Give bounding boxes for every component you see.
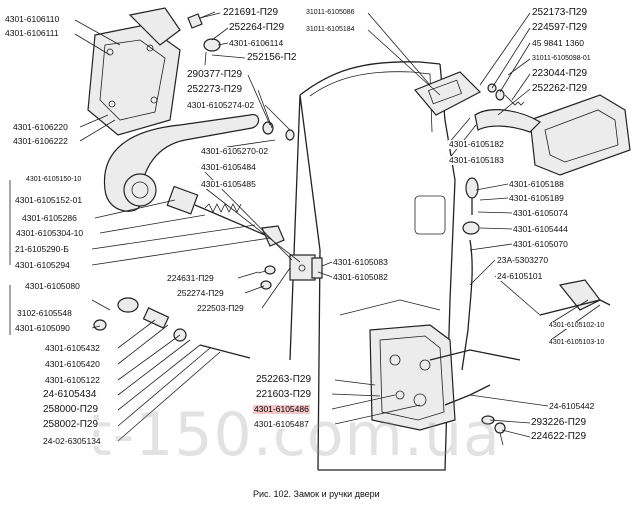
- lock-rod: [461, 177, 480, 371]
- label-part: 4301-6105082: [332, 272, 389, 282]
- label-part: 4301-6105102-10: [548, 322, 606, 329]
- link-bracket: [539, 279, 611, 316]
- label-part: 4301-6105304-10: [15, 228, 85, 238]
- label-part: 224631-П29: [166, 273, 215, 283]
- label-part: 4301-6106110: [4, 14, 61, 24]
- label-part: 4301-6105485: [200, 179, 257, 189]
- label-part: 4301-6105432: [44, 343, 101, 353]
- label-part: 4301-6105103-10: [548, 339, 606, 346]
- leader-lines: [9, 12, 601, 442]
- label-part: 3102-6105548: [16, 308, 73, 318]
- label-part: 223044-П29: [531, 68, 589, 79]
- label-part: 252262-П29: [531, 83, 589, 94]
- label-part: 45 9841 1360: [531, 38, 585, 48]
- label-part: 252273-П29: [186, 84, 244, 95]
- label-part: 4301-6105122: [44, 375, 101, 385]
- label-part: 221691-П29: [222, 7, 280, 18]
- label-part: 252264-П29: [228, 22, 286, 33]
- label-part: 4301-6106222: [12, 136, 69, 146]
- lock-cylinder: [166, 185, 285, 247]
- label-part: 293226-П29: [530, 417, 588, 428]
- label-part: 224597-П29: [531, 22, 589, 33]
- label-part: 252156-П2: [246, 52, 298, 63]
- label-part: 23А-5303270: [496, 255, 550, 265]
- label-part: 4301-6105189: [508, 193, 565, 203]
- label-part: 24-6105442: [548, 401, 596, 411]
- label-part: 21-6105290-Б: [14, 244, 70, 254]
- label-part: 4301-6105083: [332, 257, 389, 267]
- label-part: 31011-6105086: [305, 9, 356, 16]
- label-part: 4301-6105444: [512, 224, 569, 234]
- label-part: 4301-6105152-01: [14, 195, 84, 205]
- label-part: 258002-П29: [42, 419, 100, 430]
- label-part: 4301-6105150-10: [25, 176, 83, 183]
- label-part-highlighted: 4301-6105486: [253, 404, 310, 414]
- label-part: 4301-6106111: [4, 28, 60, 38]
- label-part: 4301-6105274-02: [186, 100, 256, 110]
- label-part: 4301-6106220: [12, 122, 69, 132]
- label-part: 4301-6105090: [14, 323, 71, 333]
- label-part: 222503-П29: [196, 303, 245, 313]
- screws: [187, 11, 525, 446]
- label-part: 4301-6105270-02: [200, 146, 270, 156]
- lock-button: [414, 71, 482, 116]
- label-part: 4301-6105074: [512, 208, 569, 218]
- lock-mechanism: [369, 324, 521, 431]
- label-part: 258000-П29: [42, 404, 100, 415]
- label-part: 252173-П29: [531, 7, 589, 18]
- label-part: 4301-6105070: [512, 239, 569, 249]
- label-part: 4301-6105182: [448, 139, 505, 149]
- label-part: 252263-П29: [255, 374, 313, 385]
- label-part: 31011-6105098-01: [531, 55, 592, 62]
- label-part: 24-6105434: [42, 389, 98, 400]
- label-part: 290377-П29: [186, 69, 244, 80]
- label-part: 24-02-6305134: [42, 436, 102, 446]
- label-part: 24-6105101: [496, 271, 544, 281]
- label-part: 31011-6105184: [305, 26, 356, 33]
- outer-handle: [103, 113, 260, 212]
- label-part: 4301-6106114: [228, 38, 285, 48]
- label-part: 252274-П29: [176, 288, 225, 298]
- label-part: 4301-6105183: [448, 155, 505, 165]
- label-part: 4301-6105420: [44, 359, 101, 369]
- label-part: 4301-6105188: [508, 179, 565, 189]
- label-part: 4301-6105487: [253, 419, 310, 429]
- inner-handle: [474, 94, 631, 176]
- label-part: 4301-6105294: [14, 260, 71, 270]
- striker-plate: [289, 254, 323, 281]
- label-part: 4301-6105484: [200, 162, 257, 172]
- escutcheon-plate: [87, 7, 181, 136]
- label-part: 224622-П29: [530, 431, 588, 442]
- figure-caption: Рис. 102. Замок и ручки двери: [253, 489, 380, 499]
- label-part: 4301-6105286: [21, 213, 78, 223]
- label-part: 4301-6105080: [24, 281, 81, 291]
- label-part: 221603-П29: [255, 389, 313, 400]
